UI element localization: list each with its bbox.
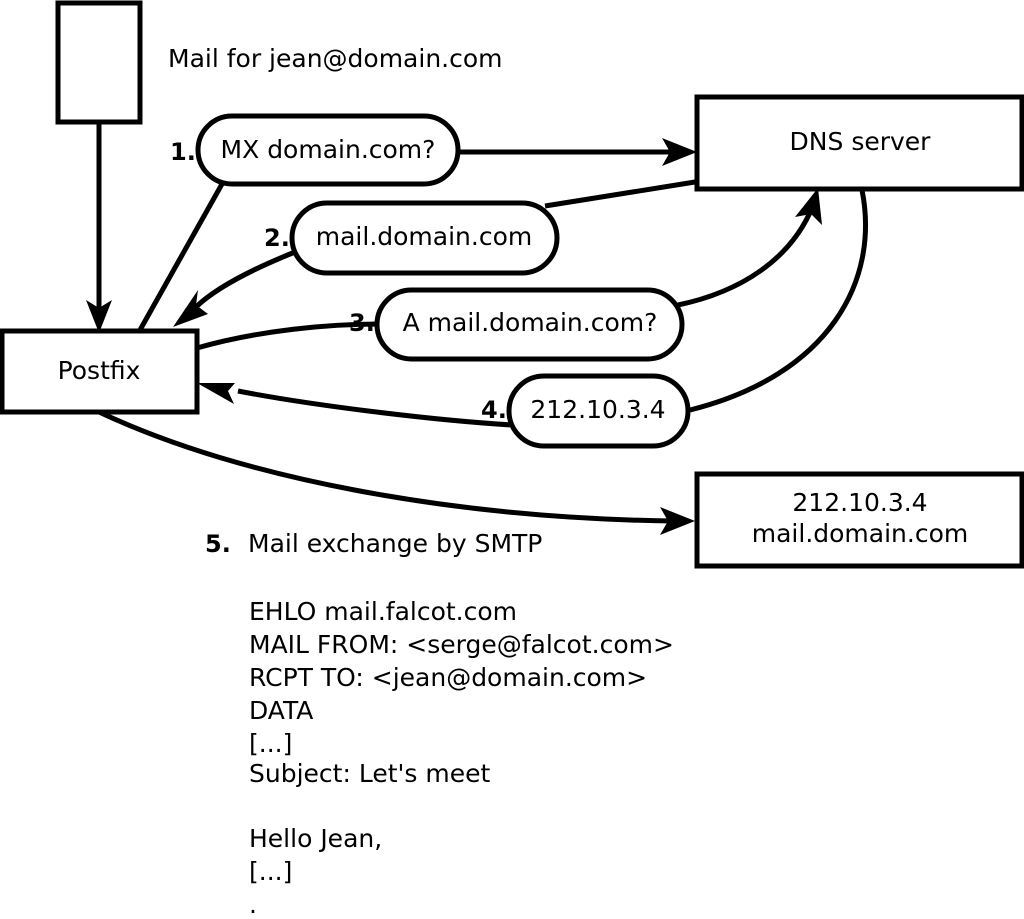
node-target-server-ip: 212.10.3.4: [792, 488, 927, 517]
step-number-5: 5.: [205, 530, 231, 558]
edge-client-to-postfix: [86, 122, 112, 333]
edge-step3-to-dns: [677, 188, 822, 308]
node-target-server: 212.10.3.4 mail.domain.com: [694, 471, 1024, 569]
transcript-line-5: Subject: Let's meet: [249, 759, 490, 788]
edge-step4-to-postfix: [197, 383, 513, 428]
node-dns-server-label: DNS server: [790, 127, 932, 156]
step-5-label: Mail exchange by SMTP: [248, 529, 542, 558]
step-number-3: 3.: [349, 309, 375, 337]
edge-postfix-to-step1: [137, 182, 225, 332]
step-number-4: 4.: [481, 396, 507, 424]
edge-postfix-to-step3: [196, 321, 381, 351]
node-dns-server: DNS server: [694, 94, 1024, 192]
edge-dns-to-step2: [544, 179, 696, 209]
edge-step1-to-dns: [458, 138, 697, 166]
step-bubble-3-label: A mail.domain.com?: [403, 308, 658, 337]
node-sender-client: [55, 0, 143, 125]
step-bubble-1: MX domain.com?: [195, 113, 461, 187]
step-number-1: 1.: [170, 138, 196, 166]
edge-postfix-to-target: [97, 409, 695, 535]
step-bubble-4: 212.10.3.4: [506, 373, 691, 449]
transcript-line-9: .: [249, 890, 257, 919]
step-bubble-3: A mail.domain.com?: [374, 287, 685, 362]
transcript-line-2: RCPT TO: <jean@domain.com>: [249, 663, 647, 692]
step-bubble-4-label: 212.10.3.4: [530, 395, 665, 424]
step-number-2: 2.: [264, 224, 290, 252]
step-bubble-2: mail.domain.com: [289, 200, 560, 276]
transcript-line-4: [...]: [249, 729, 292, 758]
step-bubble-2-label: mail.domain.com: [316, 222, 532, 251]
edge-step2-to-postfix: [173, 249, 296, 327]
node-target-server-host: mail.domain.com: [752, 519, 968, 548]
node-postfix: Postfix: [0, 328, 200, 415]
step-bubble-1-label: MX domain.com?: [221, 135, 436, 164]
transcript-line-3: DATA: [249, 696, 313, 725]
transcript-line-1: MAIL FROM: <serge@falcot.com>: [249, 630, 674, 659]
node-postfix-label: Postfix: [58, 356, 141, 385]
edge-dns-to-step4: [689, 189, 868, 413]
diagram-title: Mail for jean@domain.com: [168, 44, 503, 73]
transcript-line-0: EHLO mail.falcot.com: [249, 597, 517, 626]
transcript-line-7: Hello Jean,: [249, 824, 382, 853]
transcript-line-8: [...]: [249, 857, 292, 886]
